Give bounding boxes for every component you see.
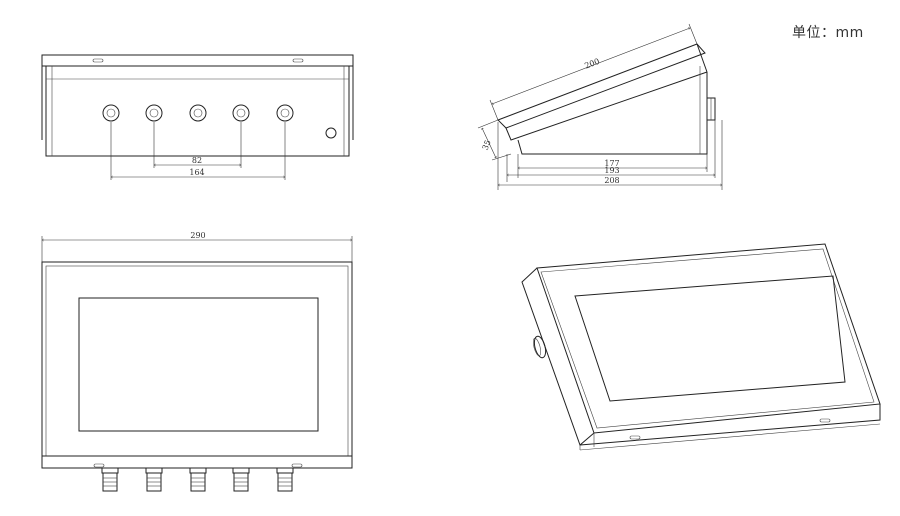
cable-glands — [101, 467, 294, 492]
top-view: 290 — [41, 231, 353, 492]
dimension-164: 164 — [189, 168, 204, 177]
dimension-193: 193 — [604, 166, 619, 175]
dimension-177: 177 — [604, 159, 619, 168]
connector-glands — [102, 104, 337, 139]
side-view: 200 35 177 193 208 — [477, 23, 722, 190]
dimension-35: 35 — [481, 139, 493, 152]
dimension-290: 290 — [190, 231, 205, 240]
dimension-208: 208 — [604, 176, 619, 185]
front-view: 82 164 — [41, 54, 354, 180]
isometric-view — [521, 243, 881, 451]
unit-label: 单位：mm — [792, 25, 864, 41]
dimension-82: 82 — [192, 156, 202, 165]
dimension-200: 200 — [583, 57, 600, 71]
